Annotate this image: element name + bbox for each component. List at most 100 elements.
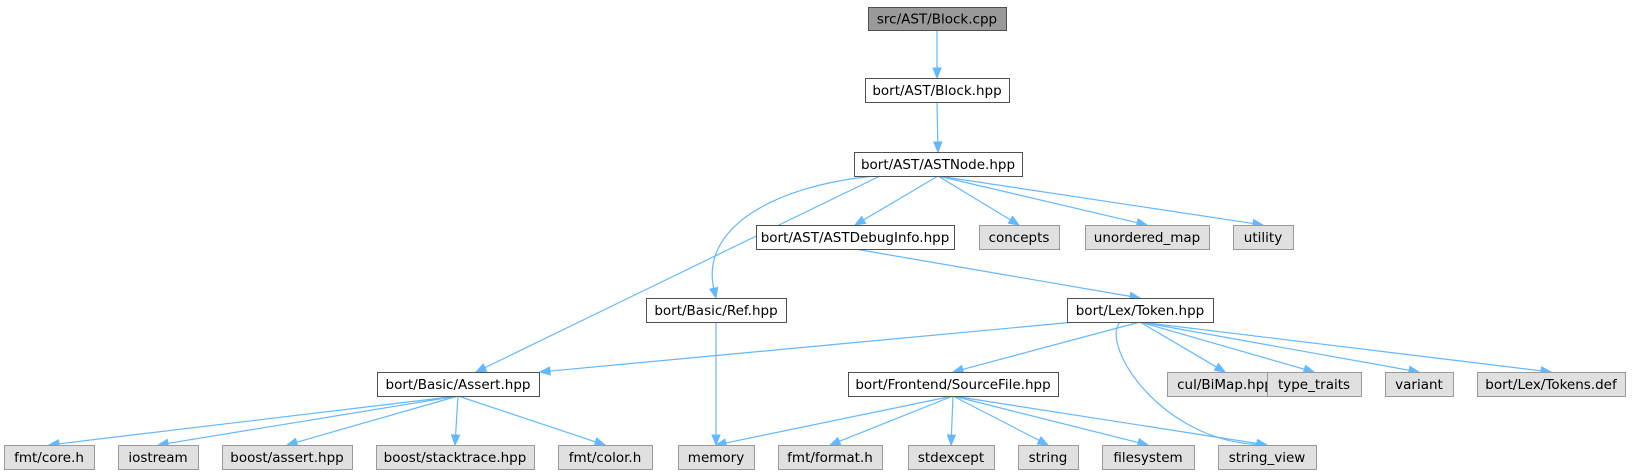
node-sourcefile[interactable]: bort/Frontend/SourceFile.hpp [848,372,1059,397]
edge-sourcefile-to-stringview [952,395,1269,449]
edge-line [961,321,1141,371]
node-box [678,445,755,470]
node-box [1167,372,1284,397]
arrowhead-icon [933,141,943,154]
node-box [848,372,1059,397]
node-box [646,298,787,323]
node-typetraits: type_traits [1267,372,1362,397]
node-string: string [1018,445,1079,470]
node-box [377,372,540,397]
node-bimap: cul/BiMap.hpp [1167,372,1284,397]
node-label: concepts [989,230,1050,246]
arrowhead-icon [285,437,299,447]
node-box [222,445,353,470]
node-ref[interactable]: bort/Basic/Ref.hpp [646,298,787,323]
node-box [1018,445,1079,470]
node-label: utility [1244,230,1282,246]
node-boostassert: boost/assert.hpp [222,445,353,470]
node-concepts: concepts [979,225,1060,250]
node-label: filesystem [1113,450,1182,466]
arrowhead-icon [946,434,957,447]
edge-assert-to-fmtcore [47,395,459,449]
edge-line [937,175,1012,221]
node-label: variant [1395,377,1443,393]
node-label: unordered_map [1094,230,1200,246]
node-label: type_traits [1278,377,1350,393]
edge-token-to-tokensdef [1139,321,1553,376]
node-label: bort/Frontend/SourceFile.hpp [855,377,1050,393]
node-stringview: string_view [1218,445,1317,470]
node-box [908,445,995,470]
node-stdexcept: stdexcept [908,445,995,470]
node-box [1067,298,1214,323]
node-box [1102,445,1195,470]
edge-line [936,101,939,144]
edge-astdebug-to-token [854,248,1142,301]
node-box [1267,372,1362,397]
node-label: bort/Lex/Token.hpp [1076,303,1205,319]
edge-line [457,395,597,443]
edge-sourcefile-to-filesystem [952,395,1150,448]
node-label: bort/Basic/Assert.hpp [386,377,531,393]
edge-line [57,395,459,445]
node-box [376,445,535,470]
node-label: string_view [1229,450,1306,466]
edge-assert-to-stacktrace [450,395,461,447]
node-token[interactable]: bort/Lex/Token.hpp [1067,298,1214,323]
edge-line [1139,321,1218,368]
node-fmtformat: fmt/format.h [778,445,883,470]
edge-sourcefile-to-stdexcept [946,395,957,447]
edge-token-to-sourcefile [951,321,1141,374]
arrowhead-icon [450,434,461,447]
node-label: memory [688,450,744,466]
edge-line [1139,321,1306,371]
edge-line [295,395,459,444]
edge-token-to-variant [1139,321,1421,375]
node-box [979,225,1060,250]
edge-astnode-to-utility [937,175,1265,229]
node-astnode[interactable]: bort/AST/ASTNode.hpp [854,152,1023,177]
edge-line [937,175,1139,224]
edge-sourcefile-to-memory [714,395,954,448]
edge-line [1139,321,1411,372]
node-block-cpp: src/AST/Block.cpp [868,7,1007,31]
arrowhead-icon [711,434,721,447]
node-box [868,7,1007,31]
arrowhead-icon [932,67,942,80]
edge-line [548,321,1076,372]
node-fmtcore: fmt/core.h [4,445,95,470]
edge-line [952,395,1140,444]
arrowhead-icon [708,286,719,300]
edge-line [950,395,954,437]
arrowhead-icon [593,437,607,447]
edge-line [862,175,939,221]
node-box [756,225,955,250]
node-box [778,445,883,470]
node-box [558,445,653,470]
node-box [1385,372,1454,397]
edge-token-to-bimap [1139,321,1227,373]
node-box [1218,445,1317,470]
node-label: fmt/color.h [569,450,642,466]
node-label: bort/AST/Block.hpp [872,83,1001,99]
arrowhead-icon [853,215,867,226]
node-label: cul/BiMap.hpp [1177,377,1273,393]
edge-line [952,395,1259,445]
edge-token-to-assert [538,321,1076,376]
node-unordered: unordered_map [1085,225,1210,250]
node-filesystem: filesystem [1102,445,1195,470]
arrowhead-icon [474,363,488,373]
edge-astnode-to-astdebug [853,175,939,226]
node-block-hpp[interactable]: bort/AST/Block.hpp [865,78,1010,103]
node-label: boost/assert.hpp [230,450,343,466]
edge-sourcefile-to-string [952,395,1050,446]
node-assert[interactable]: bort/Basic/Assert.hpp [377,372,540,397]
edge-line [854,248,1132,298]
node-astdebug[interactable]: bort/AST/ASTDebugInfo.hpp [756,225,955,250]
node-label: iostream [128,450,187,466]
node-box [865,78,1010,103]
node-fmtcolor: fmt/color.h [558,445,653,470]
edge-astnode-to-concepts [937,175,1021,226]
edge-astnode-to-ref [708,175,876,300]
node-box [1477,372,1626,397]
